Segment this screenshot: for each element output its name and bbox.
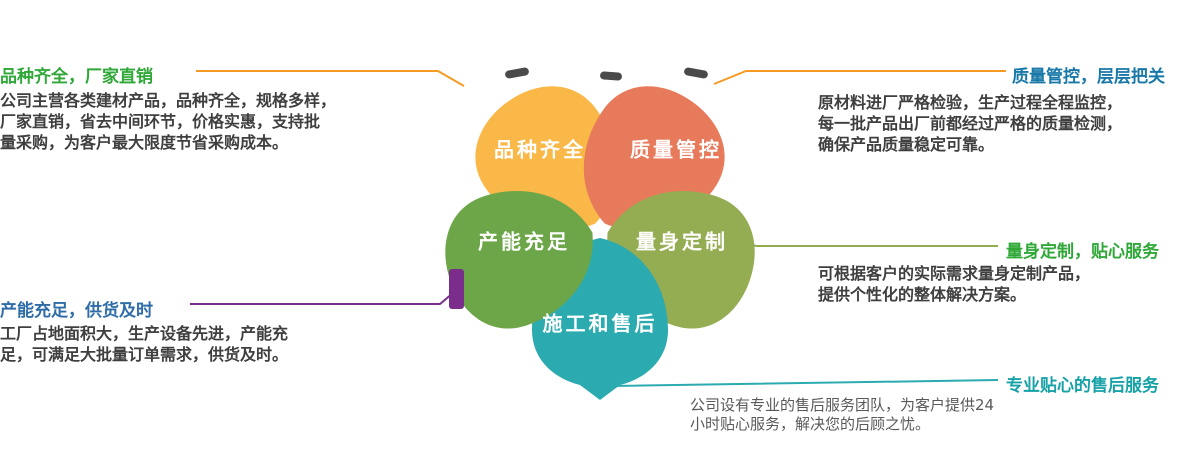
text-line: 小时贴心服务，解决您的后顾之忧。 — [690, 415, 931, 433]
decorative-dash — [599, 71, 623, 81]
text-line: 厂家直销，省去中间环节，价格实惠，支持批 — [0, 112, 321, 131]
text-line: 每一批产品出厂前都经过严格的质量检测， — [818, 114, 1123, 133]
callout-bottom-right-text: 公司设有专业的售后服务团队，为客户提供24 小时贴心服务，解决您的后顾之忧。 — [690, 396, 994, 434]
petal-label-service: 施工和售后 — [542, 311, 658, 336]
callout-top-right-text: 原材料进厂严格检验，生产过程全程监控， 每一批产品出厂前都经过严格的质量检测， … — [818, 92, 1122, 155]
callout-top-right-heading: 质量管控，层层把关 — [1012, 67, 1165, 87]
text-line: 可根据客户的实际需求量身定制产品， — [818, 264, 1091, 283]
text-line: 确保产品质量稳定可靠。 — [818, 135, 995, 154]
callout-top-left-heading: 品种齐全，厂家直销 — [0, 67, 153, 87]
text-line: 公司主营各类建材产品，品种齐全，规格多样， — [0, 91, 337, 110]
text-line: 提供个性化的整体解决方案。 — [818, 285, 1027, 304]
petal-label-custom: 量身定制 — [636, 229, 728, 254]
text-line: 工厂占地面积大，生产设备先进，产能充 — [0, 324, 289, 343]
callout-left-text: 工厂占地面积大，生产设备先进，产能充 足，可满足大批量订单需求，供货及时。 — [0, 323, 288, 365]
callout-bottom-right-heading: 专业贴心的售后服务 — [1006, 376, 1159, 396]
text-line: 足，可满足大批量订单需求，供货及时。 — [0, 345, 289, 364]
petal-label-variety: 品种齐全 — [494, 137, 586, 162]
connector-left — [190, 292, 454, 305]
connector-right — [737, 238, 998, 247]
petal-capacity — [445, 190, 593, 329]
text-line: 原材料进厂严格检验，生产过程全程监控， — [818, 93, 1123, 112]
callout-top-left-text: 公司主营各类建材产品，品种齐全，规格多样， 厂家直销，省去中间环节，价格实惠，支… — [0, 90, 336, 153]
text-line: 公司设有专业的售后服务团队，为客户提供24 — [690, 396, 995, 414]
callout-right-heading: 量身定制，贴心服务 — [1006, 242, 1159, 262]
petal-label-capacity: 产能充足 — [478, 229, 570, 254]
text-line: 量采购，为客户最大限度节省采购成本。 — [0, 133, 289, 152]
flower-diagram — [445, 86, 755, 400]
callout-right-text: 可根据客户的实际需求量身定制产品， 提供个性化的整体解决方案。 — [818, 263, 1090, 305]
callout-left-heading: 产能充足，供货及时 — [0, 301, 153, 321]
connector-top-left — [196, 70, 465, 87]
petal-label-quality: 质量管控 — [630, 137, 722, 162]
purple-marker-bar — [449, 269, 464, 309]
